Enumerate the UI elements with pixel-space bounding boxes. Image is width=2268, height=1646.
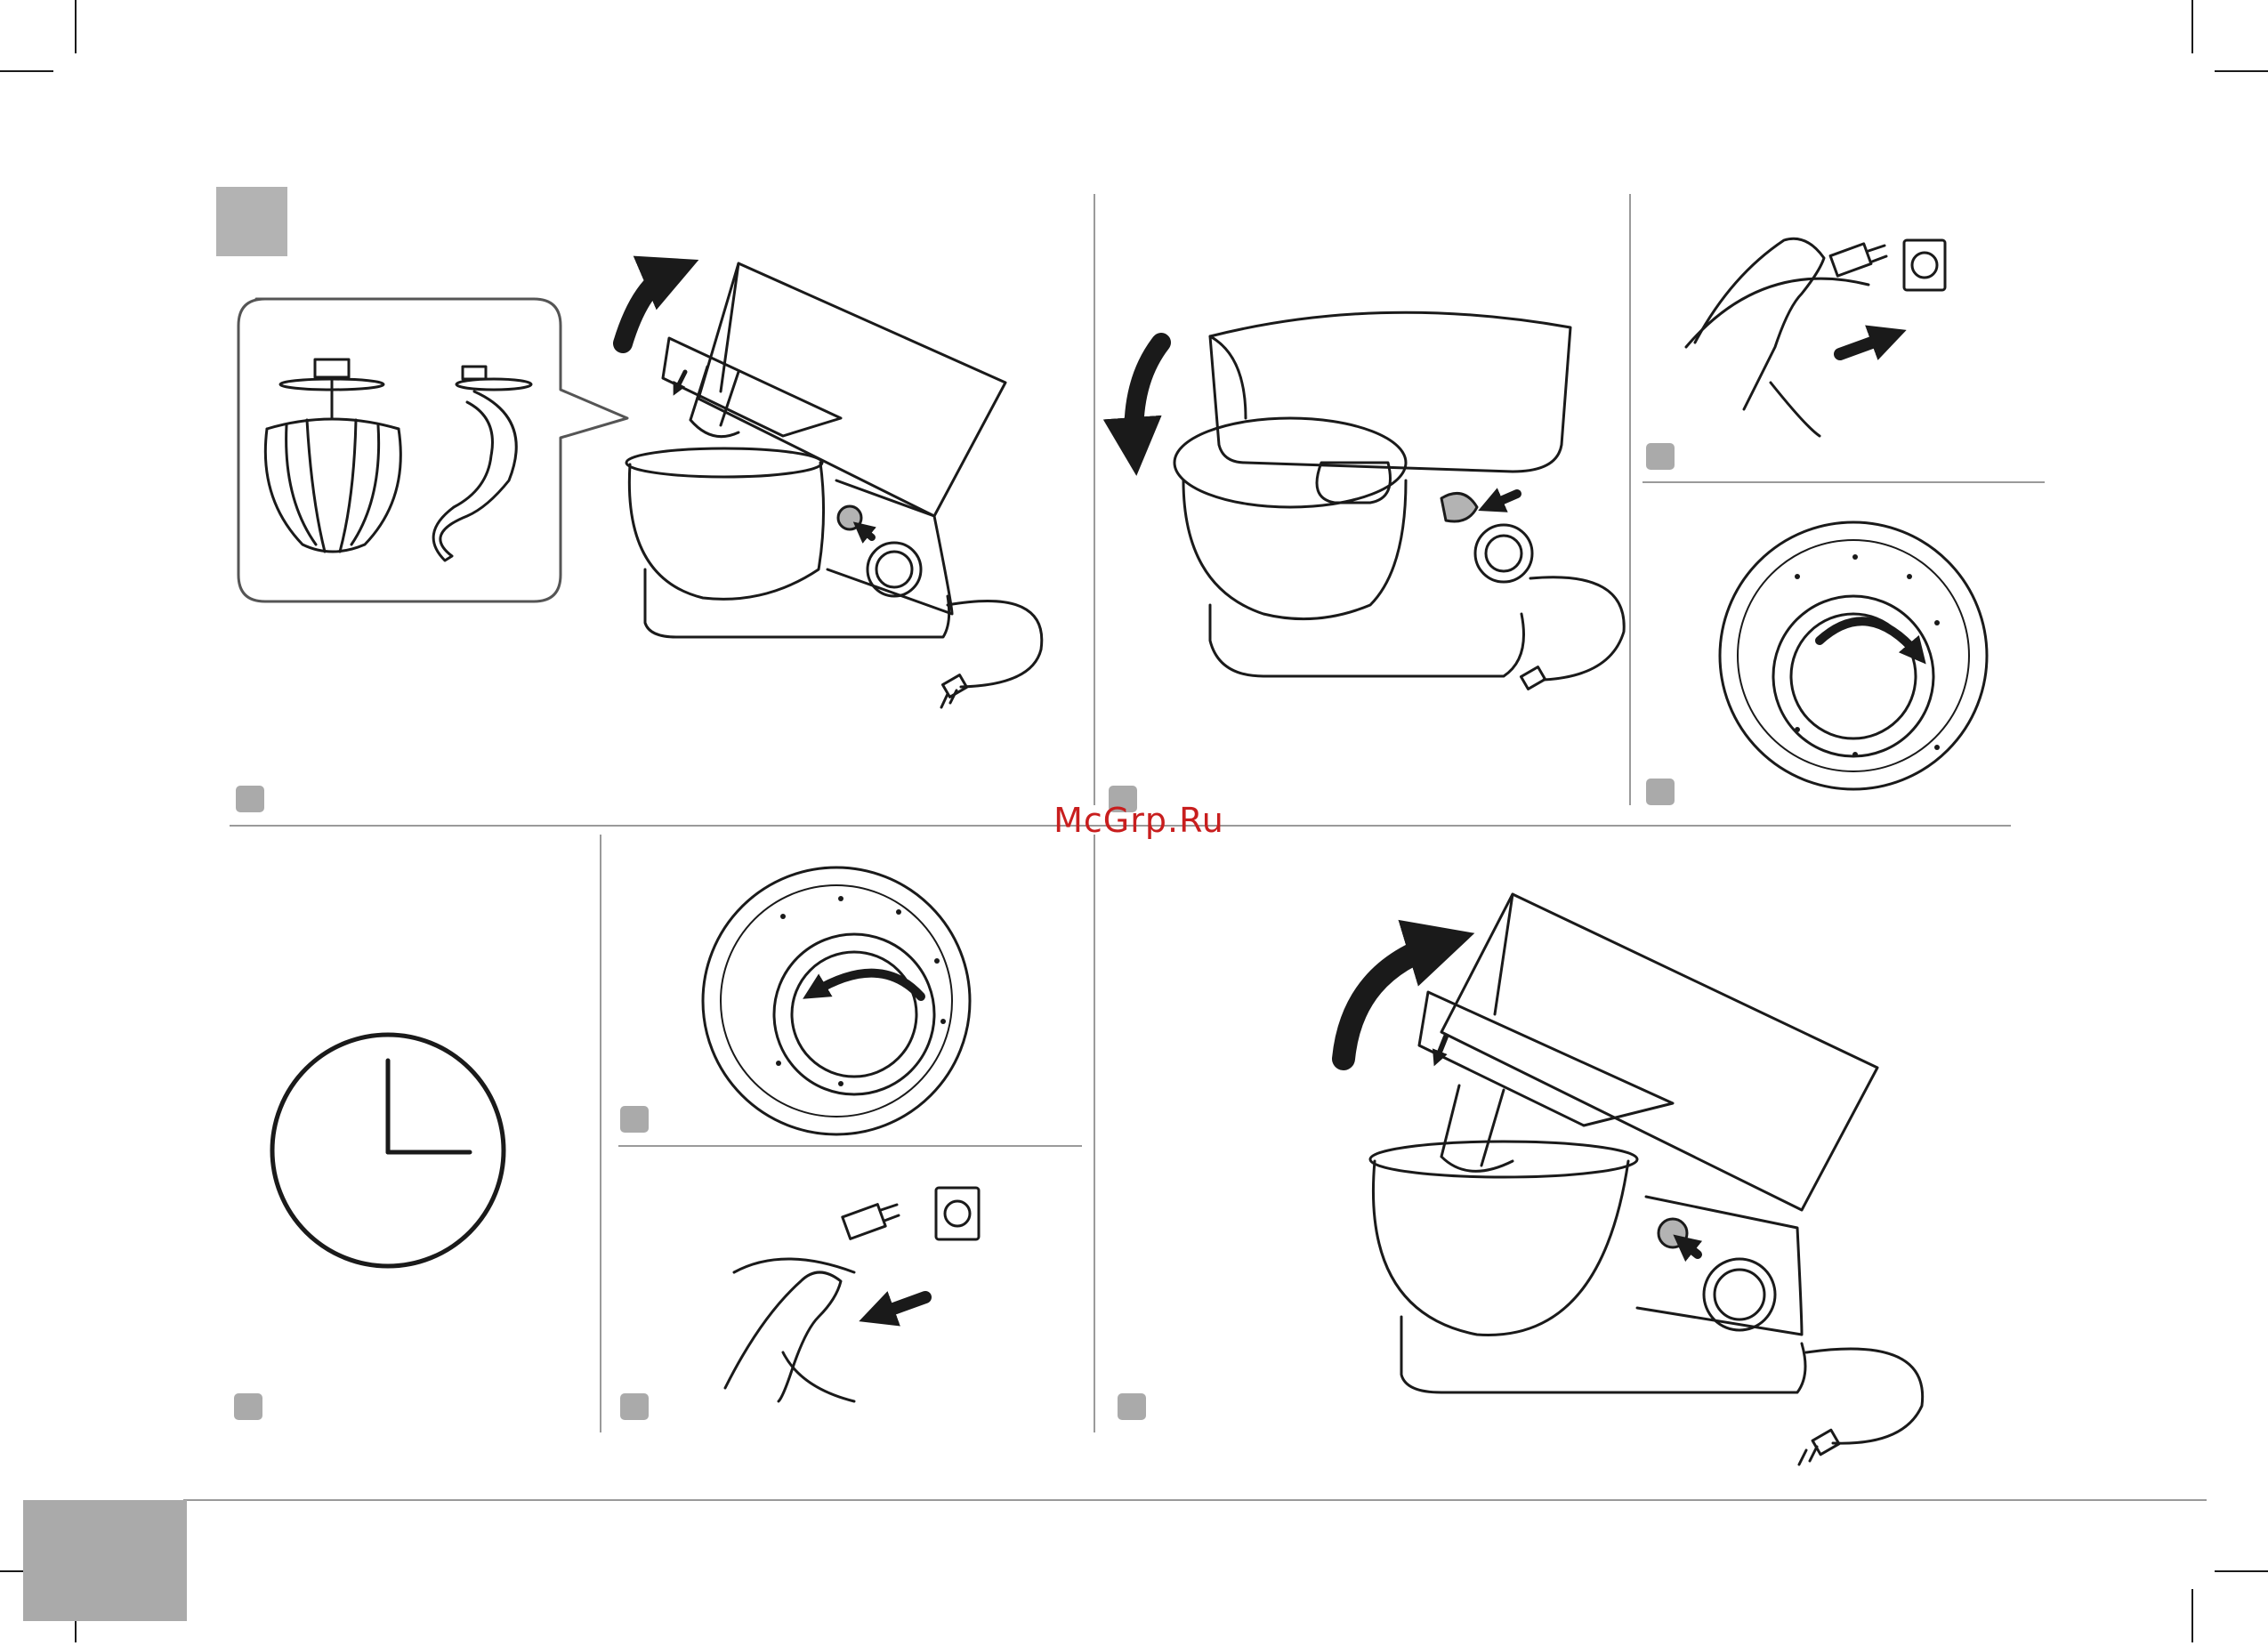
plug-in-illustration [1686,238,1945,436]
step-badge [1118,1393,1146,1420]
step-badge [620,1393,649,1420]
step-badge [236,786,264,812]
accessories-callout [238,299,627,601]
whisk-icon [265,359,400,552]
watermark: McGrp.Ru [1050,801,1228,840]
step-badge [1646,779,1675,805]
clock-icon [272,1035,504,1266]
mixer-head-up-2 [1344,894,1923,1464]
mixer-head-down [1134,312,1624,689]
dough-hook-icon [433,367,531,561]
step-badge [1646,443,1675,470]
section-marker [216,187,287,256]
mixer-head-up-1 [623,263,1042,707]
step-badges [234,443,1675,1420]
step-badge [620,1106,649,1133]
knob-clockwise-illustration [1720,522,1987,789]
page-number-block [23,1500,187,1621]
knob-counterclockwise-illustration [703,867,970,1134]
step-badge [234,1393,262,1420]
unplug-illustration [725,1188,979,1401]
